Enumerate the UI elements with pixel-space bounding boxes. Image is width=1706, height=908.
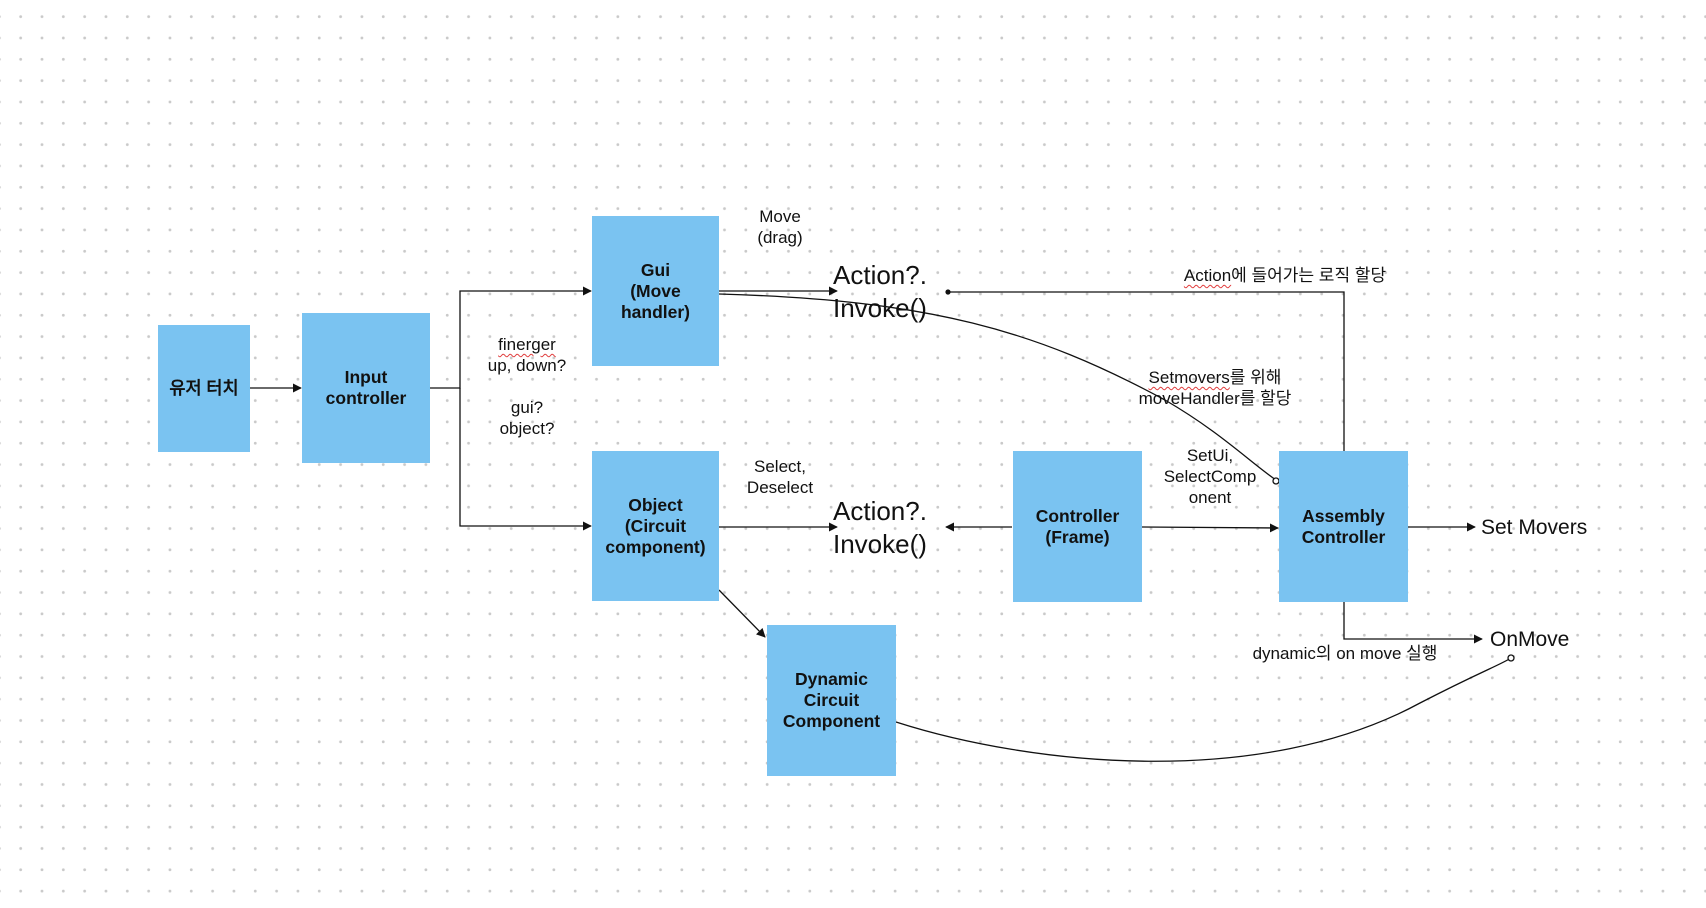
input-controller-box[interactable]: Input controller	[302, 313, 430, 463]
arrow-input-to-object	[459, 388, 592, 531]
action-logic-rest: 에 들어가는 로직 할당	[1231, 266, 1387, 285]
joint-action-top	[945, 289, 951, 295]
action-logic-prefix: Action	[1183, 266, 1232, 285]
dynamic-circuit-component-box[interactable]: Dynamic Circuit Component	[767, 625, 896, 776]
arrow-object-to-dynamic	[718, 589, 766, 638]
setmovers-assign-label: Setmovers를 위해 moveHandler를 할당	[1105, 367, 1325, 409]
line-assembly-to-action-top	[949, 291, 1345, 451]
arrow-assembly-to-onmove	[1343, 600, 1483, 644]
onmove-label: OnMove	[1490, 628, 1570, 651]
user-touch-box[interactable]: 유저 터치	[158, 325, 250, 452]
setui-selectcomponent-label: SetUi, SelectComp onent	[1163, 446, 1257, 507]
arrow-input-to-gui	[430, 286, 592, 389]
move-drag-label: Move (drag)	[757, 207, 803, 247]
finger-label-rest: up, down? gui? object?	[487, 356, 567, 438]
setmovers-rest: 를 위해 moveHandler를 할당	[1138, 368, 1292, 408]
action-invoke-top: Action?. Invoke()	[833, 260, 927, 323]
controller-frame-box[interactable]: Controller (Frame)	[1013, 451, 1142, 602]
select-deselect-label: Select, Deselect	[746, 457, 814, 497]
action-invoke-bottom: Action?. Invoke()	[833, 496, 927, 559]
set-movers-label: Set Movers	[1481, 516, 1588, 539]
assembly-controller-box[interactable]: Assembly Controller	[1279, 451, 1408, 602]
finger-label-prefix: finerger	[498, 335, 556, 354]
action-logic-assign-label: Action에 들어가는 로직 할당	[1160, 265, 1410, 286]
finger-gui-object-label: finerger up, down? gui? object?	[467, 334, 587, 439]
curve-gui-to-assembly	[718, 293, 1277, 481]
arrow-frame-to-assembly	[1141, 523, 1279, 533]
object-circuit-component-box[interactable]: Object (Circuit component)	[592, 451, 719, 601]
joint-onmove	[1507, 654, 1515, 662]
dynamic-onmove-label: dynamic의 on move 실행	[1252, 644, 1438, 663]
gui-move-handler-box[interactable]: Gui (Move handler)	[592, 216, 719, 366]
setmovers-prefix: Setmovers	[1148, 368, 1230, 387]
curve-dynamic-to-onmove	[895, 657, 1512, 762]
